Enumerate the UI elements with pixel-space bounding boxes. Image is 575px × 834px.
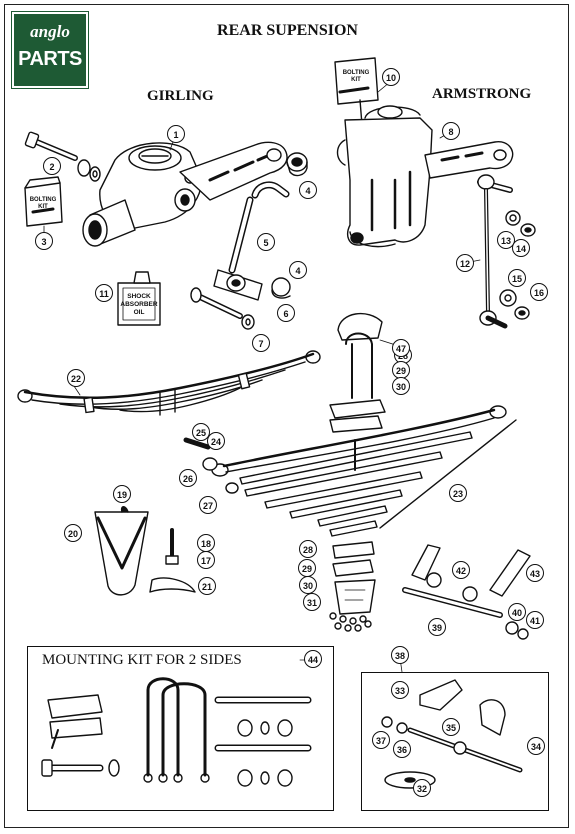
girling-heading: GIRLING xyxy=(147,88,214,104)
callout-40: 40 xyxy=(508,603,526,621)
girling-arm xyxy=(179,141,288,201)
callout-31: 31 xyxy=(303,593,321,611)
callout-8: 8 xyxy=(442,122,460,140)
bolting-kit-text-1: BOLTING xyxy=(30,197,57,203)
oil-can-text-2: ABSORBER xyxy=(120,301,158,308)
bolting-kit-text-4: KIT xyxy=(351,77,361,83)
callout-21: 21 xyxy=(198,577,216,595)
callout-4: 4 xyxy=(289,261,307,279)
callout-33: 33 xyxy=(391,681,409,699)
armstrong-bushes-13-16 xyxy=(499,210,536,320)
callout-42: 42 xyxy=(452,561,470,579)
armstrong-link-12 xyxy=(477,174,513,329)
u-bolt-stack xyxy=(329,312,386,433)
shackle-pin-assembly xyxy=(402,544,531,640)
mounting-kit-box xyxy=(27,646,334,811)
diagram-frame xyxy=(4,4,569,828)
callout-26: 26 xyxy=(179,469,197,487)
callout-12: 12 xyxy=(456,254,474,272)
bolting-kit-text-3: BOLTING xyxy=(343,70,370,76)
callout-24: 24 xyxy=(207,432,225,450)
callout-13: 13 xyxy=(497,231,515,249)
callout-1: 1 xyxy=(167,125,185,143)
callout-4: 4 xyxy=(299,181,317,199)
oil-can-text-1: SHOCK xyxy=(127,293,151,300)
lower-clamp-stack xyxy=(329,541,376,632)
callout-19: 19 xyxy=(113,485,131,503)
callout-6: 6 xyxy=(277,304,295,322)
leaf-spring-23 xyxy=(211,405,517,537)
callout-10: 10 xyxy=(382,68,400,86)
callout-28: 28 xyxy=(299,540,317,558)
bolting-kit-bag-girling xyxy=(24,176,63,227)
drop-link-5 xyxy=(213,181,290,301)
bush-kit-contents xyxy=(381,679,523,789)
callout-41: 41 xyxy=(526,611,544,629)
callout-18: 18 xyxy=(197,534,215,552)
callout-30: 30 xyxy=(299,576,317,594)
armstrong-damper-body xyxy=(336,105,433,248)
girling-damper-body xyxy=(82,142,202,247)
girling-bolt-3 xyxy=(24,131,101,182)
callout-34: 34 xyxy=(527,737,545,755)
logo-line-1: anglo xyxy=(30,22,70,41)
callout-39: 39 xyxy=(428,618,446,636)
bush-kit-box xyxy=(361,672,549,811)
anglo-parts-logo: anglo PARTS xyxy=(11,11,89,89)
armstrong-arm xyxy=(424,141,514,179)
callout-11: 11 xyxy=(95,284,113,302)
leaf-spring-22 xyxy=(17,350,321,416)
shock-oil-can xyxy=(117,271,161,326)
callout-29: 29 xyxy=(298,559,316,577)
callout-43: 43 xyxy=(526,564,544,582)
page-title: REAR SUPENSION xyxy=(217,22,358,39)
callout-3: 3 xyxy=(35,232,53,250)
callout-15: 15 xyxy=(508,269,526,287)
callout-27: 27 xyxy=(199,496,217,514)
callout-30: 30 xyxy=(392,377,410,395)
shackle-24-27 xyxy=(183,437,239,494)
callout-35: 35 xyxy=(442,718,460,736)
callout-36: 36 xyxy=(393,740,411,758)
armstrong-heading: ARMSTRONG xyxy=(432,86,532,102)
callout-37: 37 xyxy=(372,731,390,749)
bush-4-top xyxy=(286,152,308,177)
mounting-kit-contents xyxy=(41,677,312,787)
callout-2: 2 xyxy=(43,157,61,175)
callout-14: 14 xyxy=(512,239,530,257)
callout-5: 5 xyxy=(257,233,275,251)
bush-4-lower xyxy=(271,277,291,299)
bolt-6-7 xyxy=(190,287,255,330)
oil-can-text-3: OIL xyxy=(134,309,145,316)
callout-16: 16 xyxy=(530,283,548,301)
callout-44: 44 xyxy=(304,650,322,668)
callout-7: 7 xyxy=(252,334,270,352)
callout-25: 25 xyxy=(192,423,210,441)
callout-47: 47 xyxy=(392,339,410,357)
callout-38: 38 xyxy=(391,646,409,664)
callout-32: 32 xyxy=(413,779,431,797)
logo-line-2: PARTS xyxy=(18,48,82,70)
callout-20: 20 xyxy=(64,524,82,542)
callout-22: 22 xyxy=(67,369,85,387)
mounting-kit-heading: MOUNTING KIT FOR 2 SIDES xyxy=(42,652,242,668)
bolting-kit-text-2: KIT xyxy=(38,204,48,210)
bump-stop-bracket xyxy=(94,506,196,596)
callout-17: 17 xyxy=(197,551,215,569)
armstrong-bolting-kit-bag xyxy=(334,57,379,126)
callout-23: 23 xyxy=(449,484,467,502)
